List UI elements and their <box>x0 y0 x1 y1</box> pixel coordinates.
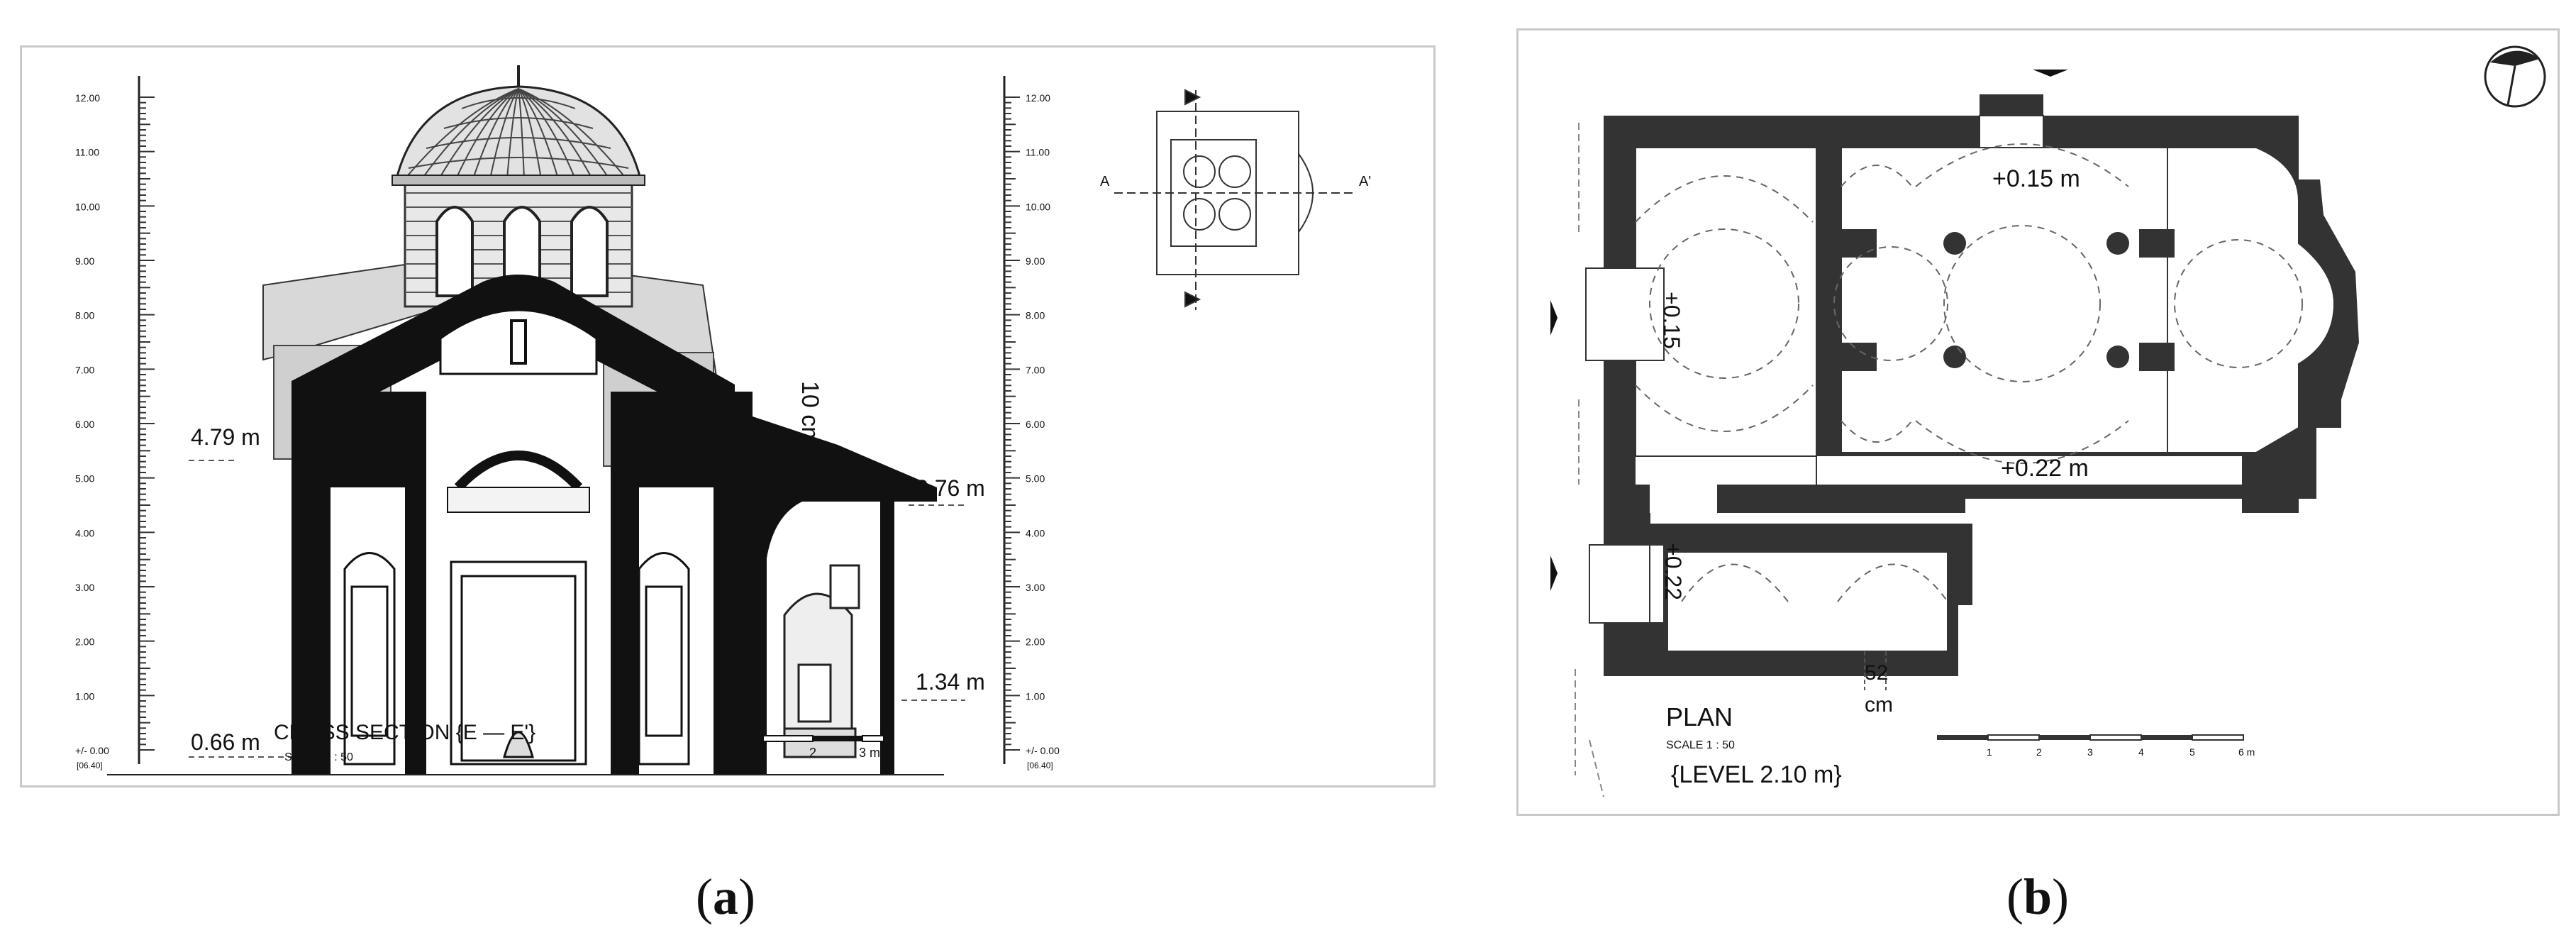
scalebar-b-4: 4 <box>2138 746 2144 758</box>
dome-rib <box>472 88 519 179</box>
ruler-tick-label: 12.00 <box>75 92 100 104</box>
level-markers <box>189 460 965 758</box>
dome-rib <box>489 88 519 179</box>
ruler-tick-label: 7.00 <box>1026 364 1045 375</box>
section-markers <box>1550 70 2068 591</box>
left-height-ruler <box>138 76 155 764</box>
cross-section-scale: SCALE 1 : 50 <box>284 751 353 763</box>
ruler-sub-label: [06.40] <box>77 761 103 770</box>
scalebar-b-6m: 6 m <box>2238 746 2255 758</box>
ruler-tick-label: +/- 0.00 <box>75 745 109 756</box>
plan-scale: SCALE 1 : 50 <box>1666 739 1735 751</box>
plan-spaces <box>1585 115 2336 652</box>
dome-rib <box>518 88 576 179</box>
dome-rib <box>518 88 559 179</box>
ruler-tick-label: 11.00 <box>75 147 99 158</box>
dome-rib <box>518 88 542 179</box>
scalebar-a-1: 1 <box>756 746 763 760</box>
ruler-tick-label: 8.00 <box>1026 310 1045 321</box>
north-arrow <box>2484 45 2546 108</box>
ruler-tick-label: 8.00 <box>75 310 94 321</box>
dome-rib <box>404 88 519 179</box>
scalebar-b-3: 3 <box>2087 746 2093 758</box>
level-label-3-76: 3.76 m <box>916 475 985 501</box>
caption-a-close: ) <box>738 868 755 925</box>
ruler-tick-label: 7.00 <box>75 364 94 375</box>
caption-a: (a) <box>0 871 1451 922</box>
dimension-cm: cm <box>1865 693 1893 717</box>
ruler-tick-label: 4.00 <box>1026 527 1045 538</box>
ruler-tick-label: +/- 0.00 <box>1026 745 1060 756</box>
ruler-tick-label: 3.00 <box>75 582 94 593</box>
dome-course <box>461 97 576 109</box>
elevation-bottom: +0.22 m <box>2001 455 2089 482</box>
key-plan <box>1114 89 1355 310</box>
right-height-ruler <box>1003 76 1020 764</box>
dome-rib <box>506 88 519 179</box>
vertical-dimension: 10 cm <box>796 381 823 447</box>
dimension-52: 52 <box>1865 661 1888 685</box>
caption-a-open: ( <box>696 868 713 925</box>
ruler-tick-label: 2.00 <box>75 636 94 648</box>
caption-b-open: ( <box>2006 868 2023 925</box>
dome-rib <box>518 88 525 179</box>
ruler-tick-label: 4.00 <box>75 527 94 538</box>
dome-rib <box>455 88 519 179</box>
ruler-tick-label: 5.00 <box>1026 473 1045 485</box>
plan-drawing: +0.15 m +0.22 m +0.15 +0.22 52 cm PLAN S… <box>1550 45 2546 797</box>
level-label-0-66: 0.66 m <box>191 729 260 755</box>
caption-b-letter: b <box>2023 868 2053 925</box>
ruler-tick-label: 9.00 <box>75 255 94 267</box>
keyplan-label-a: A <box>1100 174 1110 189</box>
dome-rib <box>518 88 593 179</box>
elevation-top: +0.15 m <box>1992 165 2080 192</box>
ruler-tick-label: 5.00 <box>75 473 94 485</box>
scalebar-a-3m: 3 m <box>859 746 880 760</box>
level-label-1-34: 1.34 m <box>916 669 985 695</box>
scalebar-b-1: 1 <box>1987 746 1992 758</box>
church-section <box>107 65 944 775</box>
level-label-4-79: 4.79 m <box>191 424 260 450</box>
doorways <box>343 552 690 766</box>
ruler-tick-label: 10.00 <box>75 201 100 212</box>
ruler-tick-label: 6.00 <box>75 419 94 430</box>
plan-title: PLAN <box>1666 702 1733 731</box>
scalebar-b-2: 2 <box>2036 746 2042 758</box>
ruler-tick-label: 2.00 <box>1026 636 1045 648</box>
caption-b-close: ) <box>2052 868 2069 925</box>
dome-rib <box>518 88 627 179</box>
dome-course <box>426 137 611 149</box>
ruler-tick-label: 6.00 <box>1026 419 1045 430</box>
caption-a-letter: a <box>713 868 738 925</box>
ruler-tick-label: 1.00 <box>1026 690 1045 702</box>
ruler-tick-label: 1.00 <box>75 690 94 702</box>
ruler-tick-label: 11.00 <box>1026 147 1050 158</box>
plan-panel: +0.15 m +0.22 m +0.15 +0.22 52 cm PLAN S… <box>1516 28 2560 816</box>
ruler-tick-label: 10.00 <box>1026 201 1050 212</box>
ruler-sub-label: [06.40] <box>1027 761 1053 770</box>
scale-bar-a <box>714 735 884 742</box>
ruler-tick-label: 9.00 <box>1026 255 1045 267</box>
caption-b: (b) <box>1516 871 2559 922</box>
dome-rib <box>438 88 519 179</box>
vault-outlines <box>1635 143 2303 602</box>
elevation-entrance: +0.15 <box>1659 292 1684 349</box>
scalebar-b-5: 5 <box>2189 746 2195 758</box>
keyplan-label-a-prime: A' <box>1359 174 1371 189</box>
elevation-chapel: +0.22 <box>1660 543 1686 600</box>
dome-course <box>408 157 629 169</box>
ruler-tick-label: 3.00 <box>1026 582 1045 593</box>
dome-course <box>443 117 594 129</box>
plan-level: {LEVEL 2.10 m} <box>1671 761 1842 788</box>
scale-bar-b <box>1937 734 2244 741</box>
scalebar-a-2: 2 <box>809 746 816 760</box>
cross-section-title: CROSS SECTION {E — E'} <box>274 721 535 744</box>
ruler-tick-label: 12.00 <box>1026 92 1050 104</box>
